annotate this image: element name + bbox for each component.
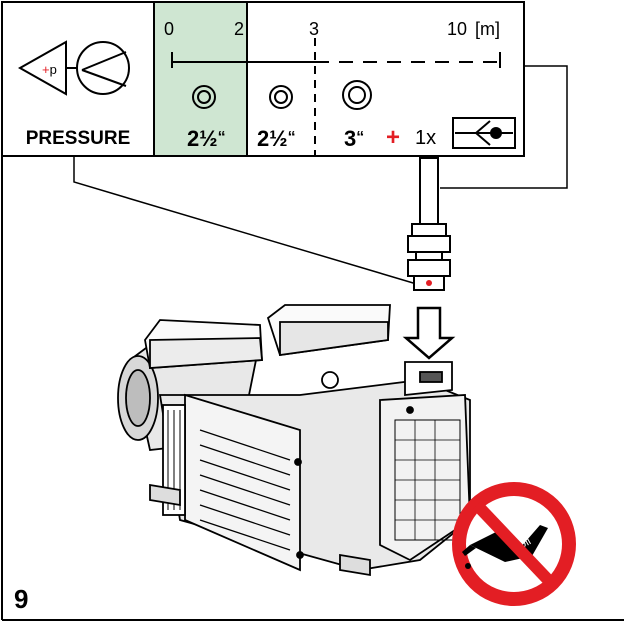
plus-sign: + (386, 124, 400, 151)
scale-tick-3: 3 (309, 19, 319, 39)
vacuum-pump-illustration (117, 304, 471, 577)
scale-tick-10: 10 (447, 19, 467, 39)
leader-lines (73, 65, 568, 289)
scale-unit: [m] (475, 19, 500, 39)
pipe-size-label: 2½“ (187, 126, 226, 151)
figure-number: 9 (14, 584, 28, 614)
exhaust-pipe (407, 157, 451, 291)
highlight-column (155, 2, 247, 156)
pipe-size-labels: 2½“ 2½“ 3“ (187, 126, 364, 151)
check-valve-icon (452, 117, 516, 149)
distance-scale: 0 2 3 10 [m] (164, 2, 501, 156)
pipe-section-icons (192, 80, 372, 110)
pipe-section-icon (192, 85, 216, 109)
pressure-box (1, 1, 155, 157)
down-arrow-icon (402, 306, 456, 360)
pressure-label: PRESSURE (26, 128, 131, 149)
valve-count: 1x (415, 127, 436, 149)
scale-tick-2: 2 (234, 19, 244, 39)
pipe-section-icon (342, 80, 372, 110)
pipe-section-icon (269, 85, 293, 109)
scale-tick-0: 0 (164, 19, 174, 39)
plus-p-label: +p (42, 62, 57, 77)
pressure-pump-symbol: +p (17, 40, 130, 96)
pipe-size-label: 3“ (344, 126, 364, 151)
pipe-size-table (153, 1, 525, 157)
pipe-size-label: 2½“ (257, 126, 296, 151)
no-oil-prohibition-icon: Oil (452, 482, 576, 606)
